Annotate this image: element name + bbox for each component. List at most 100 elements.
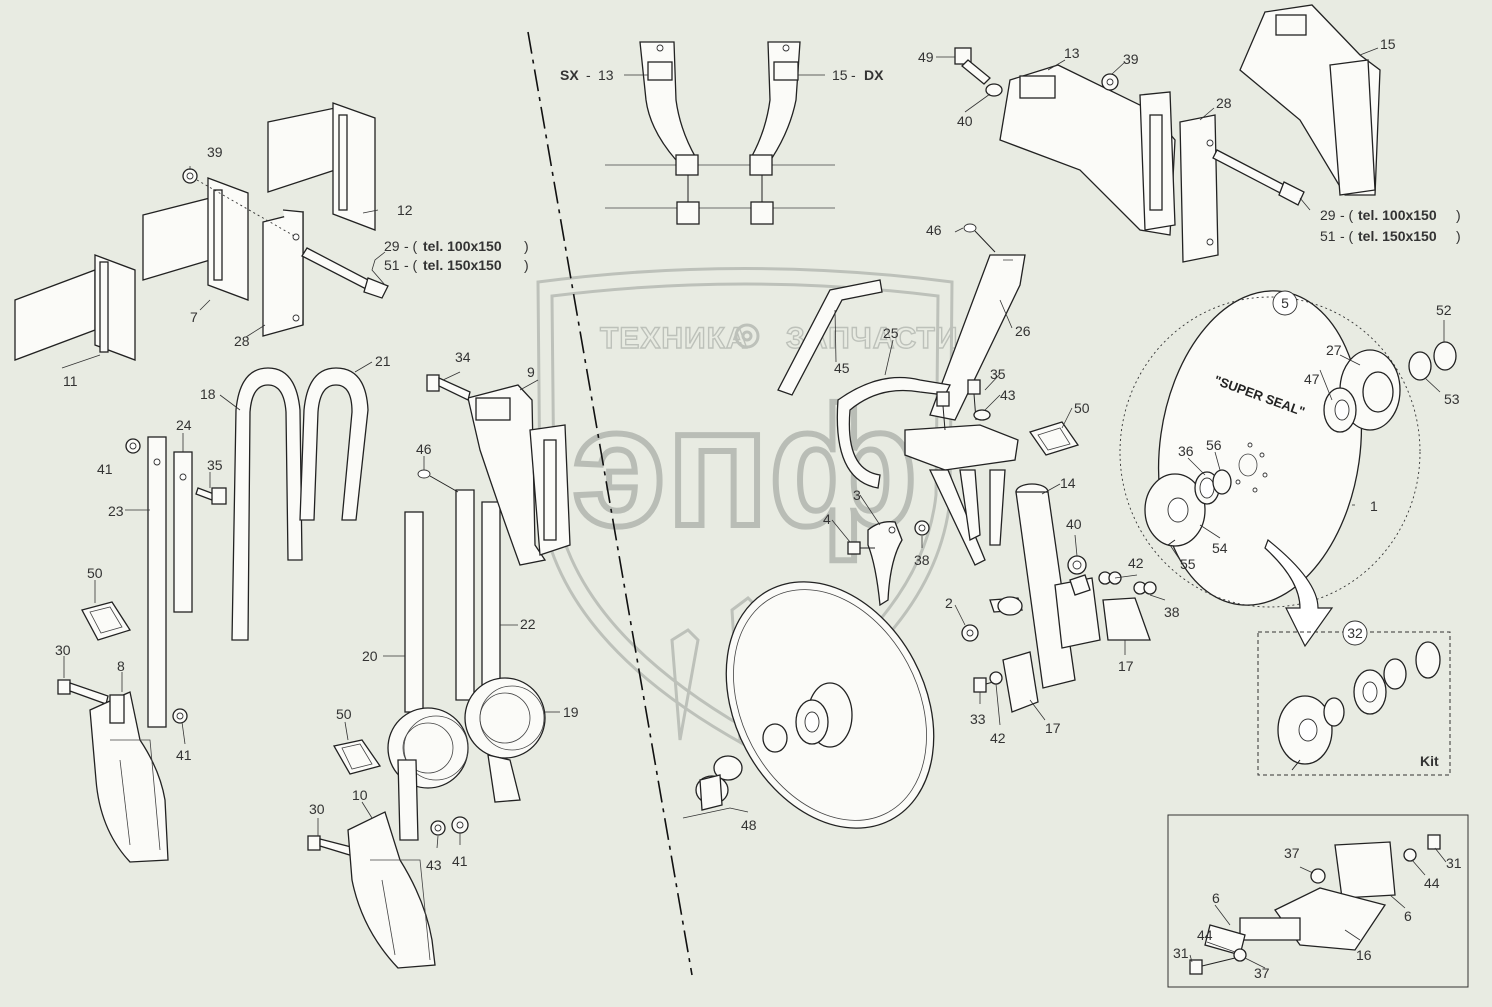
- callout-12: 12: [397, 202, 413, 218]
- bolt-49: [954, 47, 991, 85]
- kit-box: [1257, 631, 1451, 776]
- callout-55: 55: [1180, 556, 1196, 572]
- pad-50-mid: [332, 739, 382, 775]
- scraper-45: [777, 279, 883, 396]
- callout-42-right: 42: [1128, 555, 1144, 571]
- circlip-52: [1433, 341, 1457, 371]
- tine-plate-7: [142, 177, 249, 301]
- share-8: [89, 691, 169, 863]
- kit-label: Kit: [1420, 753, 1439, 769]
- callout-6-left: 6: [1212, 890, 1220, 906]
- callout-41-b: 41: [176, 747, 192, 763]
- callout-53: 53: [1444, 391, 1460, 407]
- scraper-17-right: [1102, 597, 1151, 641]
- inset-parts: [1189, 834, 1441, 975]
- callout-2: 2: [945, 595, 953, 611]
- callout-24: 24: [176, 417, 192, 433]
- callout-20: 20: [362, 648, 378, 664]
- tine-20: [404, 511, 424, 713]
- bolts-35-43: [936, 379, 991, 431]
- tube-14: [1015, 483, 1076, 689]
- callout-34: 34: [455, 349, 471, 365]
- bracket-9: [467, 384, 571, 566]
- nut-38-centre: [914, 520, 930, 536]
- bolt-34: [426, 374, 471, 401]
- nut-41-c: [451, 816, 469, 834]
- leader-lines: [61, 47, 1447, 969]
- dx-number: 15: [832, 67, 848, 83]
- callout-50-right: 50: [1074, 400, 1090, 416]
- note-29-left-text: tel. 100x150: [423, 238, 502, 254]
- nut-39-left: [182, 168, 198, 184]
- callout-49: 49: [918, 49, 934, 65]
- callout-13: 13: [1064, 45, 1080, 61]
- washer-53: [1408, 351, 1432, 381]
- frame-mount: [904, 424, 1019, 566]
- callout-28-right: 28: [1216, 95, 1232, 111]
- note-51-right-num: 51: [1320, 228, 1336, 244]
- kit-parts: [1277, 641, 1441, 771]
- tine-plate-11: [14, 254, 136, 361]
- callout-50-left: 50: [87, 565, 103, 581]
- callout-41-a: 41: [97, 461, 113, 477]
- spring-tine-21: [299, 367, 369, 521]
- callout-27: 27: [1326, 342, 1342, 358]
- callout-38-right: 38: [1164, 604, 1180, 620]
- bolt-33-area: [973, 651, 1039, 713]
- tine-plate-12: [267, 102, 376, 231]
- callout-36: 36: [1178, 443, 1194, 459]
- callout-44-bottom: 44: [1197, 927, 1213, 943]
- watermark-logo: эпф: [572, 372, 917, 562]
- callout-40-mid: 40: [1066, 516, 1082, 532]
- super-seal-disc: [1119, 290, 1421, 608]
- callout-33: 33: [970, 711, 986, 727]
- callout-54: 54: [1212, 540, 1228, 556]
- callout-37-top: 37: [1284, 845, 1300, 861]
- bolt-35-left: [195, 487, 227, 505]
- nut-41-b: [172, 708, 188, 724]
- callout-22: 22: [520, 616, 536, 632]
- callout-8: 8: [117, 658, 125, 674]
- note-51-left-dash: - (: [404, 257, 418, 273]
- note-29-left-num: 29: [384, 238, 400, 254]
- callout-39-top: 39: [1123, 51, 1139, 67]
- sx-dx-brackets: [605, 41, 835, 225]
- callout-47: 47: [1304, 371, 1320, 387]
- callout-5: 5: [1281, 295, 1289, 311]
- seal-36-56: [1194, 469, 1232, 505]
- callout-5-circle: [1272, 290, 1298, 316]
- callout-50-mid: 50: [336, 706, 352, 722]
- callout-30-b: 30: [309, 801, 325, 817]
- dx-label: DX: [864, 67, 884, 83]
- callout-32-circle: [1342, 620, 1368, 646]
- axle-2: [961, 596, 1023, 642]
- callout-1: 1: [1370, 498, 1378, 514]
- callout-23: 23: [108, 503, 124, 519]
- tine-arm-lower: [397, 759, 419, 841]
- hub-flange-54: [1144, 473, 1206, 547]
- section-divider: [527, 31, 693, 976]
- bracket-17-mid: [1054, 574, 1101, 649]
- callout-19: 19: [563, 704, 579, 720]
- washer-40-top: [985, 83, 1003, 97]
- note-51-left-text: tel. 150x150: [423, 257, 502, 273]
- callout-37-bottom: 37: [1254, 965, 1270, 981]
- callout-17-lower: 17: [1045, 720, 1061, 736]
- nut-39-top: [1101, 73, 1119, 91]
- note-51-left-close: ): [524, 257, 529, 273]
- callout-35-left: 35: [207, 457, 223, 473]
- pin-46-right: [963, 223, 996, 253]
- callout-11: 11: [63, 373, 78, 389]
- callout-4: 4: [823, 511, 831, 527]
- callout-32: 32: [1347, 625, 1363, 641]
- callout-26: 26: [1015, 323, 1031, 339]
- tine-holder-25: [836, 376, 951, 489]
- callout-25: 25: [883, 325, 899, 341]
- callout-30-a: 30: [55, 642, 71, 658]
- sx-number: 13: [598, 67, 614, 83]
- nuts-40-42-38: [1067, 555, 1157, 595]
- disc-holes: [1235, 442, 1268, 493]
- bracket-13: [999, 64, 1176, 236]
- sx-label: SX: [560, 67, 579, 83]
